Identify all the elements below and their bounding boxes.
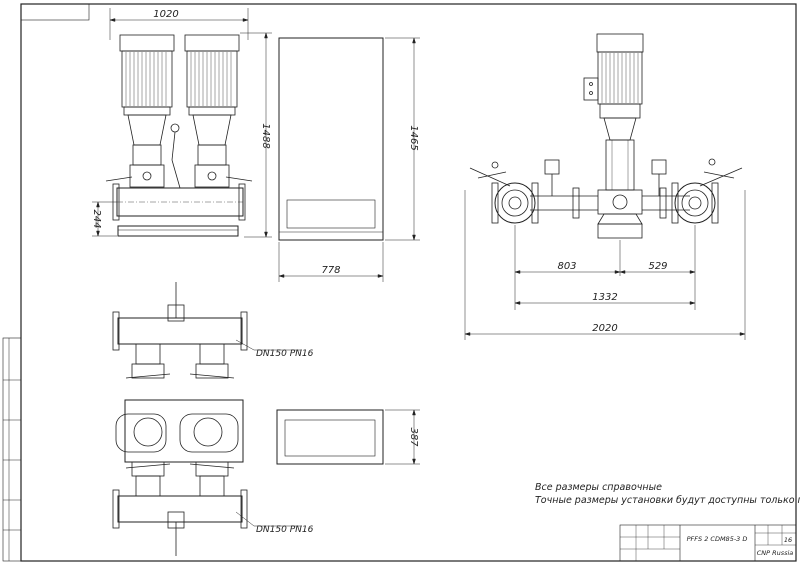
pump-1-front: [119, 34, 175, 188]
title-designation: PFFS 2 CDM85-3 D: [687, 535, 748, 543]
dim-left-offset: 803: [557, 261, 576, 272]
front-view: [105, 34, 253, 237]
dim-total-length: 2020: [592, 323, 617, 334]
end-view: [469, 33, 743, 239]
dim-plan-depth: 387: [408, 427, 419, 447]
label-bottom-connection: DN150 PN16: [256, 525, 314, 535]
sheet-frame: [2, 3, 797, 562]
note-exact-dimensions: Точные размеры установки будут доступны …: [535, 495, 800, 506]
side-dimensions: [278, 37, 420, 282]
dim-front-height: 1488: [260, 123, 271, 148]
title-sheets-value: 16: [784, 536, 792, 544]
end-dimensions: [464, 190, 746, 340]
note-reference-dimensions: Все размеры справочные: [535, 482, 662, 493]
plan-view: [112, 282, 248, 556]
dim-side-height: 1465: [408, 125, 419, 150]
label-top-connection: DN150 PN16: [256, 349, 314, 359]
plan-cabinet: [276, 409, 384, 465]
dim-right-offset: 529: [648, 261, 667, 272]
dim-side-depth: 778: [321, 265, 340, 276]
title-block: [619, 524, 797, 562]
dim-inlet-height: 244: [91, 209, 102, 228]
plan-dimensions: [235, 339, 420, 527]
front-dimensions: [92, 8, 272, 238]
side-view: [278, 37, 384, 241]
dim-front-width: 1020: [153, 9, 178, 20]
title-company: CNP Russia: [757, 549, 794, 557]
pump-2-front: [184, 34, 240, 188]
dim-flange-span: 1332: [592, 292, 617, 303]
